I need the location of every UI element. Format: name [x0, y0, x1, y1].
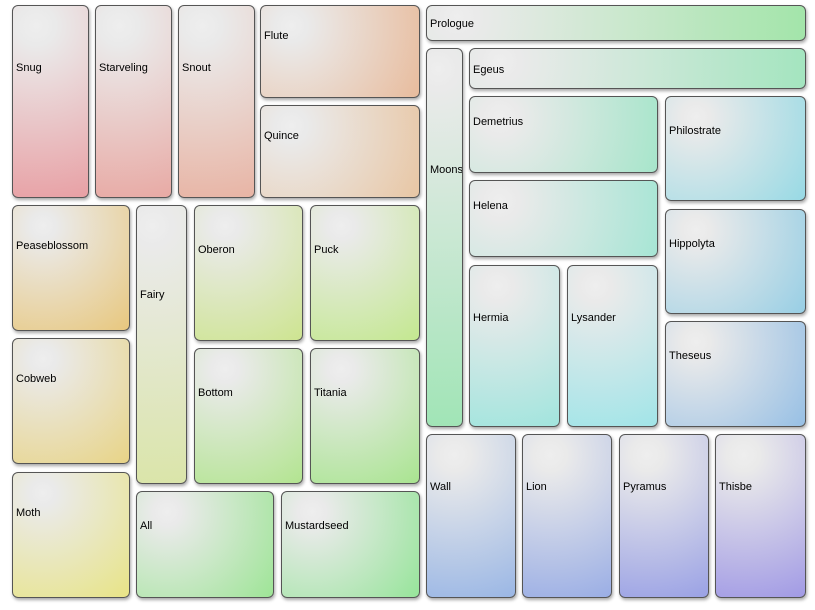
treemap-cell-flute[interactable]: Flute [260, 5, 420, 98]
treemap-label: Demetrius [473, 115, 524, 128]
treemap-cell-helena[interactable]: Helena [469, 180, 658, 257]
treemap-cell-cobweb[interactable]: Cobweb [12, 338, 130, 464]
treemap-label: Flute [264, 29, 289, 42]
treemap-label: Titania [314, 386, 347, 399]
treemap-label: Theseus [669, 349, 712, 362]
treemap-cell-theseus[interactable]: Theseus [665, 321, 806, 427]
treemap-cell-oberon[interactable]: Oberon [194, 205, 303, 341]
treemap-cell-mustardseed[interactable]: Mustardseed [281, 491, 420, 598]
treemap-cell-egeus[interactable]: Egeus [469, 48, 806, 89]
treemap-label: Thisbe [719, 481, 753, 494]
treemap-cell-quince[interactable]: Quince [260, 105, 420, 198]
treemap-label: Egeus [473, 63, 505, 76]
treemap-cell-peaseblossom[interactable]: Peaseblossom [12, 205, 130, 331]
treemap-cell-moth[interactable]: Moth [12, 472, 130, 598]
treemap-label: Pyramus [623, 481, 667, 494]
treemap-cell-moonshine[interactable]: Moonshine [426, 48, 463, 427]
treemap-cell-lysander[interactable]: Lysander [567, 265, 658, 427]
treemap-cell-hippolyta[interactable]: Hippolyta [665, 209, 806, 314]
treemap-label: Puck [314, 243, 339, 256]
treemap-cell-thisbe[interactable]: Thisbe [715, 434, 806, 598]
treemap-cell-hermia[interactable]: Hermia [469, 265, 560, 427]
treemap-label: Quince [264, 129, 299, 142]
treemap-label: Lion [526, 481, 547, 494]
treemap-label: Prologue [430, 18, 475, 30]
treemap-label: Hermia [473, 311, 509, 324]
treemap-cell-snout[interactable]: Snout [178, 5, 255, 198]
treemap-label: Peaseblossom [16, 240, 89, 253]
treemap-label: All [140, 520, 153, 533]
treemap-label: Snug [16, 61, 42, 74]
treemap-label: Starveling [99, 61, 148, 74]
treemap-cell-starveling[interactable]: Starveling [95, 5, 172, 198]
treemap-label: Hippolyta [669, 237, 715, 250]
treemap-label: Moth [16, 507, 41, 520]
treemap-cell-puck[interactable]: Puck [310, 205, 420, 341]
treemap-cell-pyramus[interactable]: Pyramus [619, 434, 709, 598]
treemap-cell-fairy[interactable]: Fairy [136, 205, 187, 484]
treemap-cell-titania[interactable]: Titania [310, 348, 420, 484]
treemap-cell-wall[interactable]: Wall [426, 434, 516, 598]
treemap-cell-philostrate[interactable]: Philostrate [665, 96, 806, 201]
treemap-label: Lysander [571, 311, 616, 324]
treemap-label: Wall [430, 481, 451, 494]
treemap-label: Cobweb [16, 373, 57, 386]
treemap-cell-snug[interactable]: Snug [12, 5, 89, 198]
treemap-label: Helena [473, 199, 508, 212]
treemap-cell-all[interactable]: All [136, 491, 274, 598]
treemap-cell-prologue[interactable]: Prologue [426, 5, 806, 41]
treemap-cell-lion[interactable]: Lion [522, 434, 612, 598]
treemap-label: Mustardseed [285, 520, 349, 533]
treemap-label: Philostrate [669, 124, 721, 137]
treemap-label: Snout [182, 61, 211, 74]
treemap-label: Fairy [140, 289, 165, 302]
treemap-label: Moonshine [430, 164, 463, 177]
treemap-label: Bottom [198, 386, 233, 399]
treemap-cell-bottom[interactable]: Bottom [194, 348, 303, 484]
treemap-cell-demetrius[interactable]: Demetrius [469, 96, 658, 173]
treemap-label: Oberon [198, 243, 235, 256]
